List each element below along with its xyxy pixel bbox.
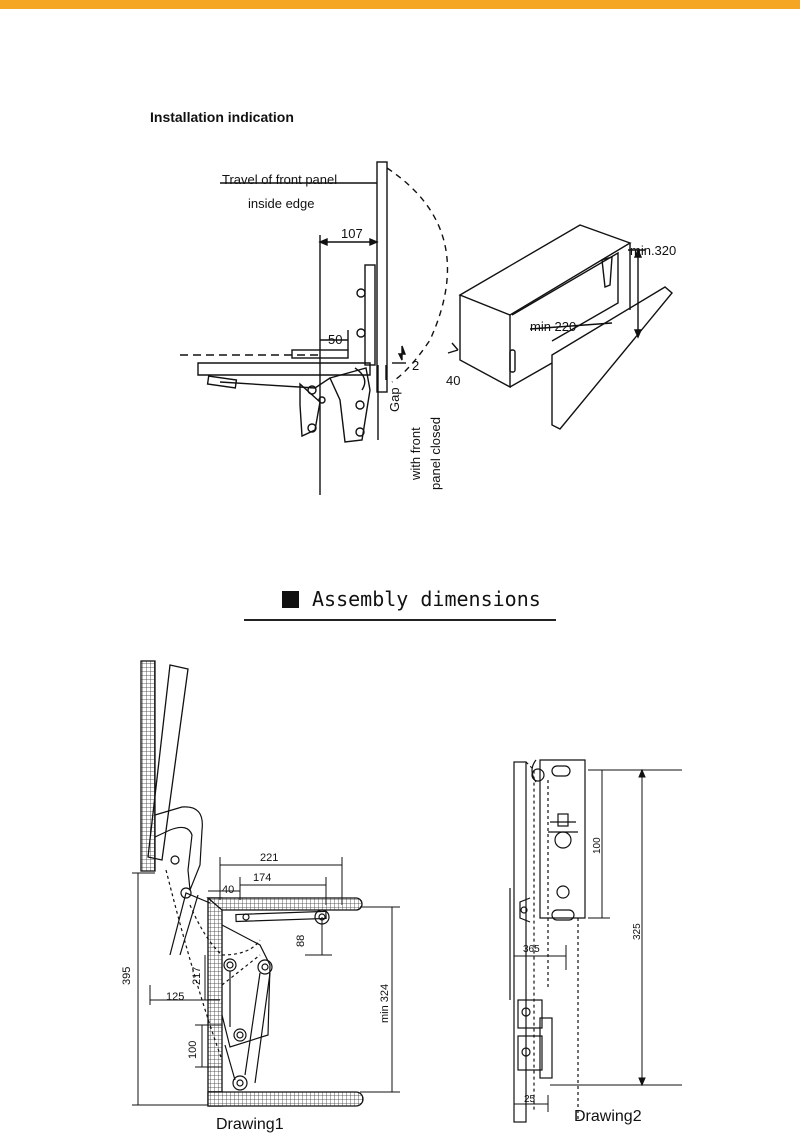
heading-square-icon <box>282 591 299 608</box>
d1-dim-88: 88 <box>295 935 307 947</box>
installation-title: Installation indication <box>150 109 294 125</box>
drawing2-diagram: 100 325 365 25 Drawing2 <box>509 759 682 1125</box>
d1-dim-174: 174 <box>253 872 271 884</box>
d1-dim-221: 221 <box>260 852 278 864</box>
d1-dim-395: 395 <box>121 967 133 985</box>
front-panel-open <box>376 161 388 393</box>
gap-label: Gap <box>387 387 402 412</box>
drawing2-caption: Drawing2 <box>574 1108 642 1125</box>
dim-40-label: 40 <box>446 373 460 388</box>
assembly-heading-text: Assembly dimensions <box>312 587 541 611</box>
dim-2: 2 <box>412 358 419 373</box>
cabinet-isometric-diagram: min.320 min 220 40 <box>446 224 676 430</box>
drawing1-diagram: 221 174 40 88 395 217 125 min 324 100 Dr… <box>121 660 400 1133</box>
with-front-label: with front <box>408 427 423 481</box>
d2-dim-100: 100 <box>592 837 603 854</box>
travel-label-2: inside edge <box>248 196 315 211</box>
drawing1-left-panel <box>140 660 156 872</box>
assembly-heading: Assembly dimensions <box>244 585 556 621</box>
top-accent-bar <box>0 0 800 9</box>
d1-dim-125: 125 <box>166 991 184 1003</box>
d1-dim-min324: min 324 <box>379 984 391 1023</box>
travel-label-1: Travel of front panel <box>222 172 337 187</box>
min220-label: min 220 <box>530 319 576 334</box>
d1-dim-40: 40 <box>222 884 234 896</box>
min320-label: min.320 <box>630 243 676 258</box>
travel-arc <box>386 167 449 383</box>
dim-50: 50 <box>328 332 342 347</box>
d1-dim-100: 100 <box>187 1041 199 1059</box>
drawing1-caption: Drawing1 <box>216 1116 284 1133</box>
d2-dim-325: 325 <box>632 923 643 940</box>
d2-dim-25: 25 <box>524 1094 536 1105</box>
panel-closed-label: panel closed <box>428 417 443 490</box>
installation-hinge-diagram: Travel of front panel inside edge 107 50… <box>180 161 449 495</box>
d2-dim-365: 365 <box>523 944 540 955</box>
dim-107: 107 <box>341 226 363 241</box>
d1-dim-217: 217 <box>191 967 203 985</box>
